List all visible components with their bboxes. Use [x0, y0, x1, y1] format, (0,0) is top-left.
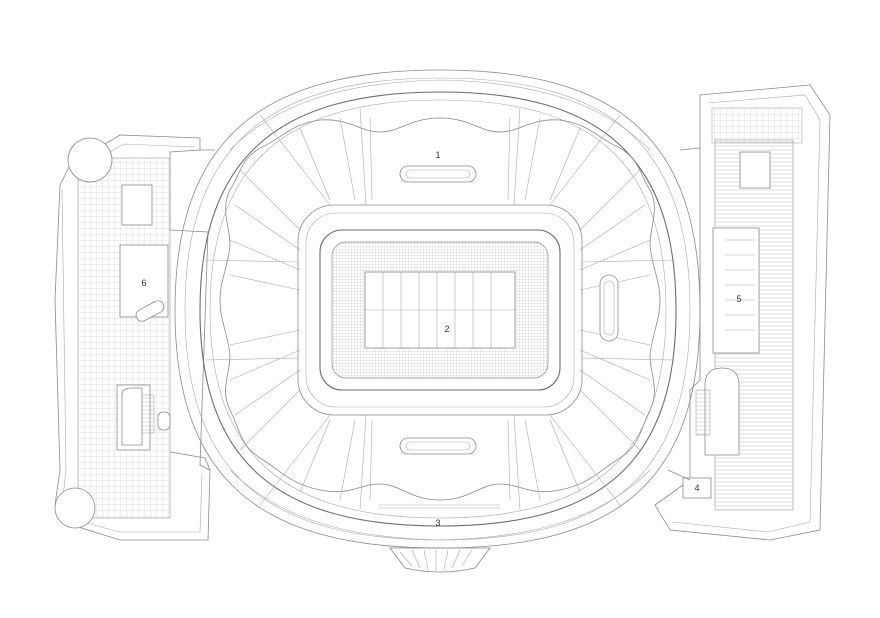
south-capsule [399, 437, 477, 455]
seating-bowl [204, 107, 676, 511]
south-entrance [389, 547, 491, 573]
room-5-hall [712, 227, 760, 354]
label-2: 2 [444, 324, 449, 334]
left-tower-top [67, 137, 113, 183]
room-6-capsule [135, 300, 165, 322]
label-3: 3 [435, 518, 440, 528]
room-4-box [682, 477, 712, 499]
right-stair-core [704, 367, 740, 456]
left-wing [54, 134, 211, 541]
left-wing-block [121, 184, 153, 226]
label-5: 5 [736, 294, 741, 304]
stadium-shell [174, 69, 701, 573]
label-4: 4 [694, 483, 699, 493]
central-court-area [297, 204, 583, 416]
right-wing-grid-roof [711, 107, 803, 144]
label-1: 1 [435, 150, 440, 160]
left-tower-bottom [54, 487, 96, 529]
north-capsule [399, 165, 477, 183]
wing-connectors [169, 147, 701, 481]
label-6: 6 [141, 278, 146, 288]
room-labels: 1 2 3 4 5 6 [141, 150, 741, 528]
right-wing [654, 84, 831, 541]
right-wing-block [739, 151, 771, 189]
east-capsule [599, 274, 619, 342]
